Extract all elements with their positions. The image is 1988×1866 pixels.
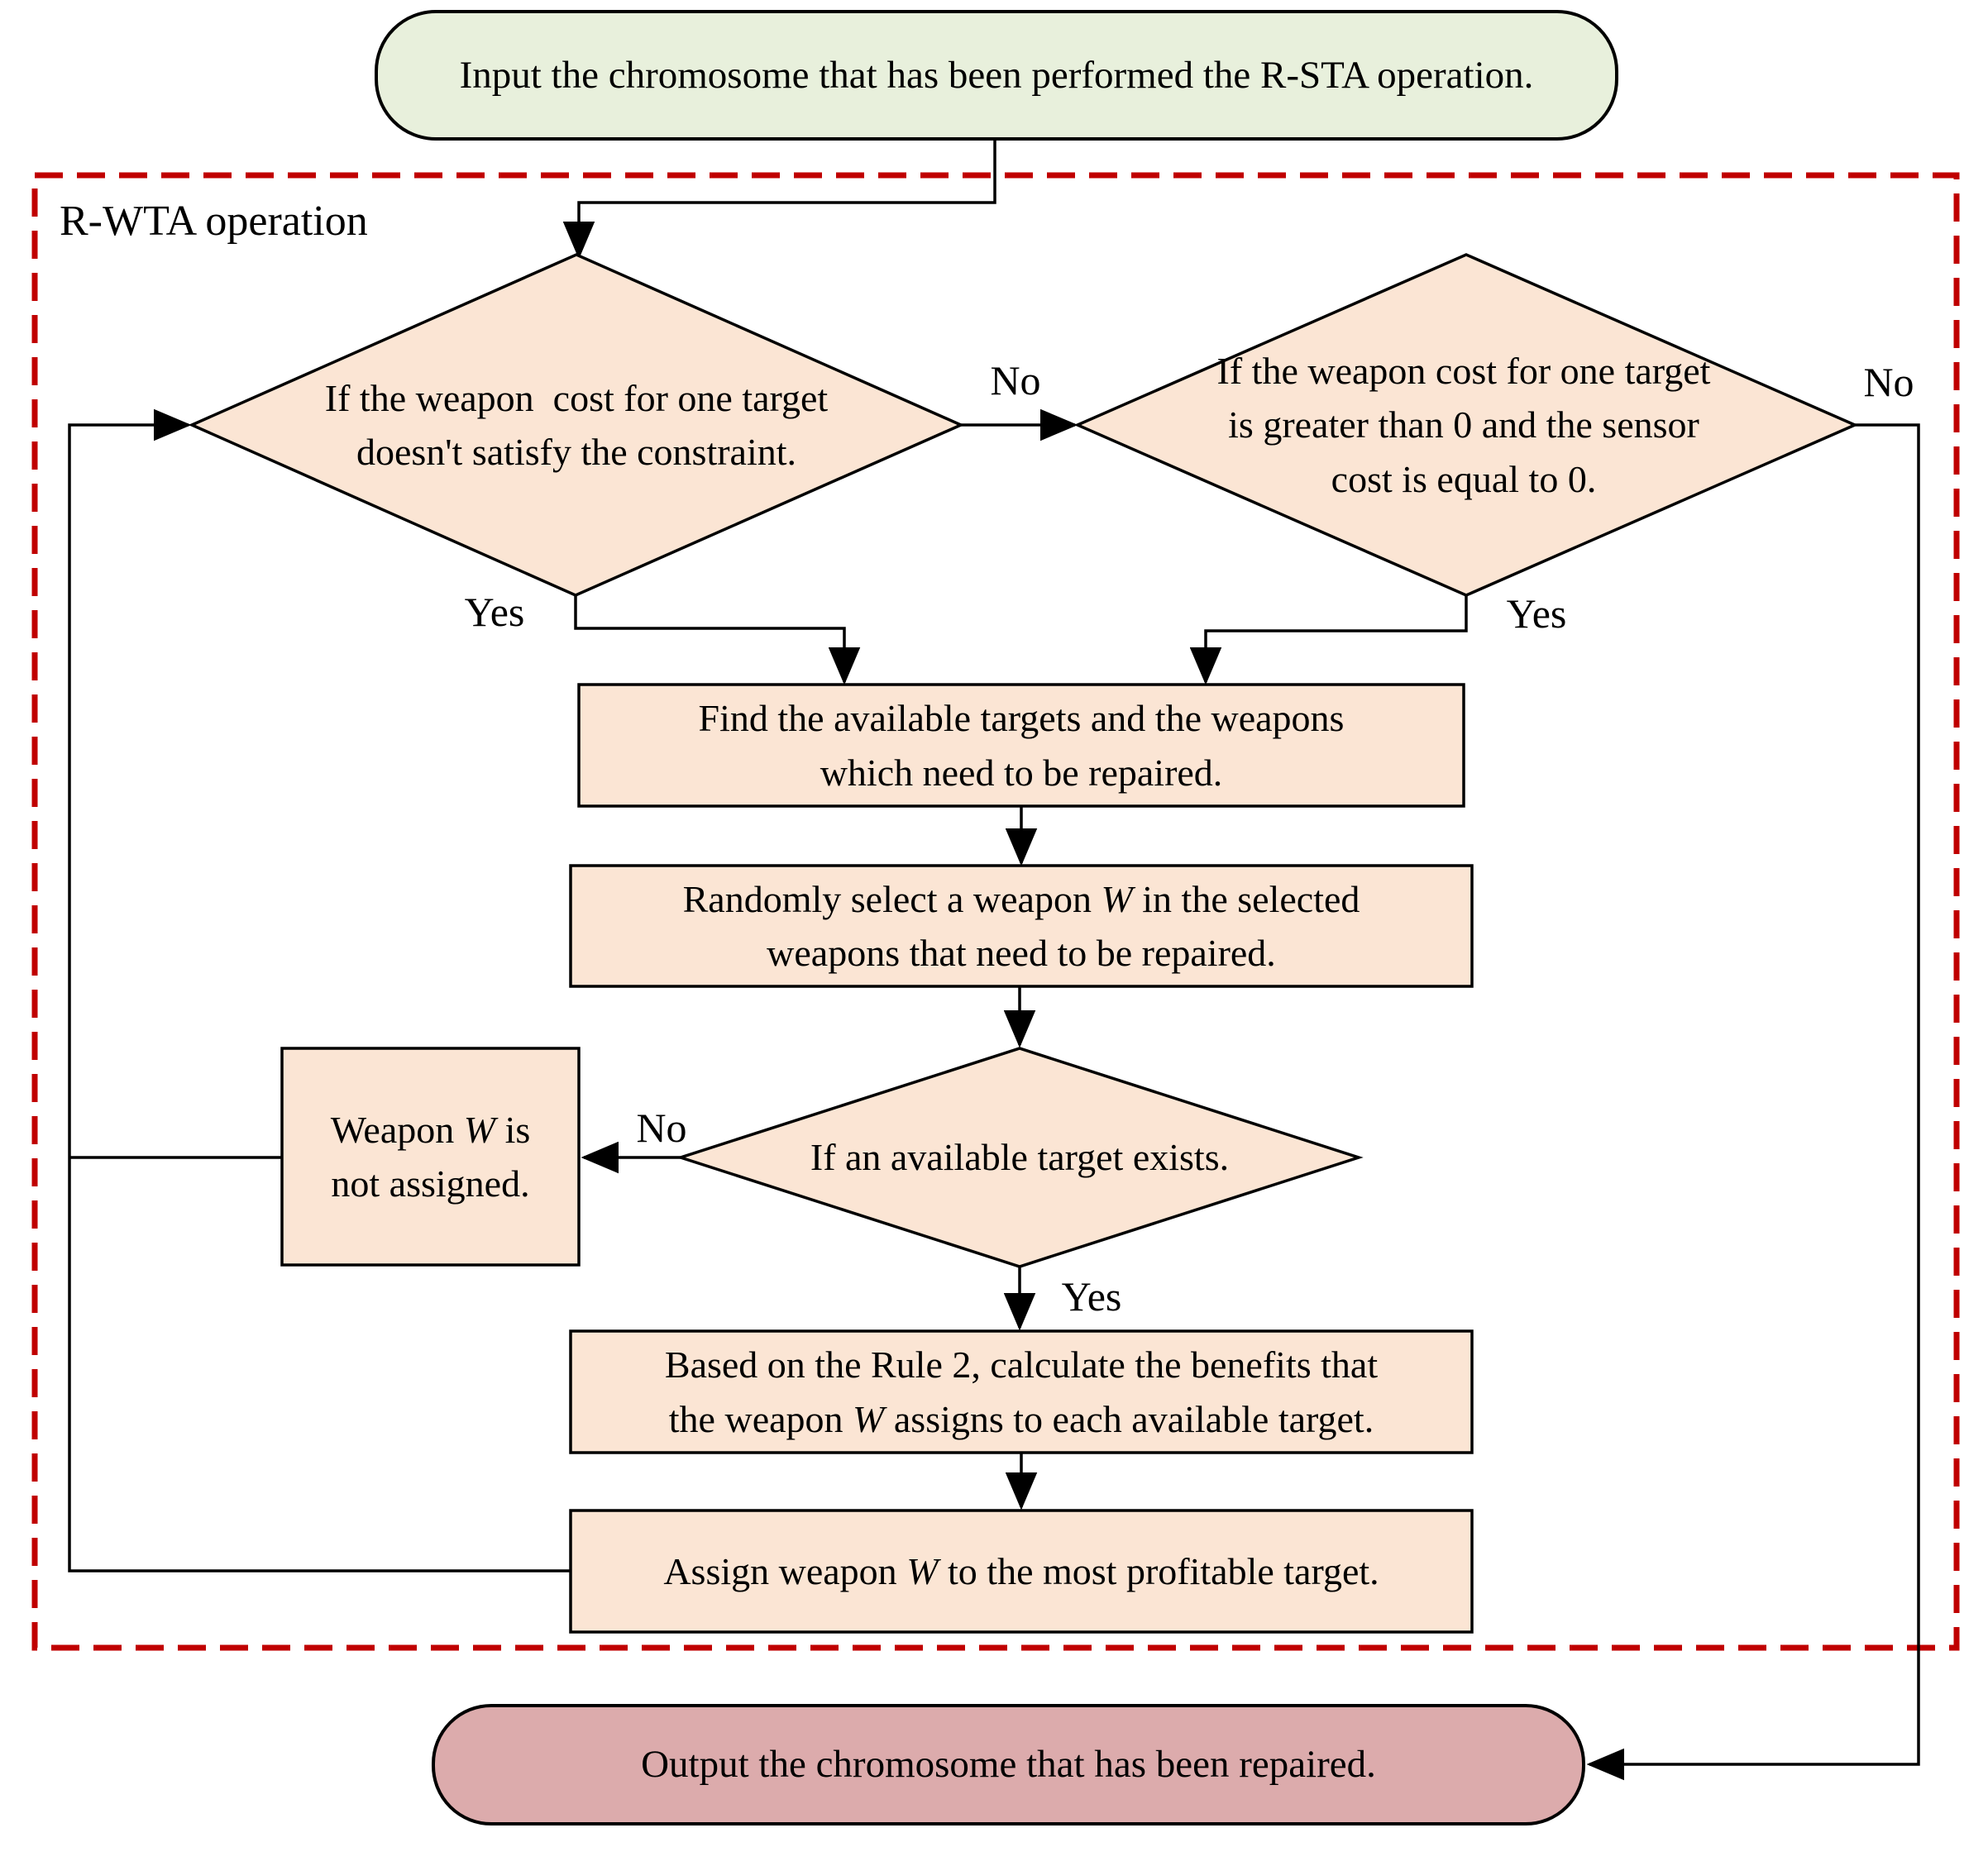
process-random-select-shape — [569, 864, 1474, 988]
rwta-region-title: R-WTA operation — [60, 198, 368, 245]
process-random-select-label: Randomly select a weapon W in the select… — [682, 877, 1360, 974]
process-find-targets-shape — [577, 683, 1465, 808]
edge-d2-no — [1586, 423, 1920, 1781]
edge-d2-yes — [1189, 595, 1468, 685]
decision-weapon-cost-constraint-shape — [188, 253, 965, 597]
edge-label-d2-no: No — [1863, 359, 1914, 405]
decision-target-exists-shape — [676, 1047, 1364, 1268]
edge-label-d1-no: No — [990, 357, 1041, 403]
edge-label-d1-yes: Yes — [464, 589, 525, 635]
edge-label-d3-no: No — [636, 1105, 687, 1151]
rwta-region-border — [31, 172, 1960, 1651]
process-rule2-benefits-label: Based on the Rule 2, calculate the benef… — [664, 1343, 1379, 1440]
edge-d1-yes — [574, 595, 861, 685]
edge-input-to-d1 — [562, 139, 996, 260]
output-terminal-shape — [432, 1704, 1585, 1825]
decision-weapon-sensor-cost-shape — [1073, 253, 1859, 597]
input-terminal-shape — [375, 10, 1618, 141]
edge-label-d3-yes: Yes — [1061, 1273, 1122, 1320]
process-assign-weapon-shape — [569, 1509, 1474, 1634]
input-terminal-label: Input the chromosome that has been perfo… — [459, 53, 1534, 97]
output-terminal-label: Output the chromosome that has been repa… — [641, 1743, 1376, 1787]
decision-target-exists-label: If an available target exists. — [810, 1136, 1230, 1179]
process-not-assigned-shape — [280, 1047, 581, 1267]
decision-weapon-sensor-cost-label: If the weapon cost for one target is gre… — [1216, 350, 1711, 500]
process-find-targets-label: Find the available targets and the weapo… — [698, 697, 1345, 794]
process-not-assigned-label: Weapon W is not assigned. — [330, 1108, 531, 1205]
decision-weapon-cost-constraint-label: If the weapon cost for one target doesn'… — [324, 376, 829, 473]
process-rule2-benefits-shape — [569, 1329, 1474, 1454]
edge-assign-feedback-to-d1 — [68, 408, 571, 1572]
process-assign-weapon-label: Assign weapon W to the most profitable t… — [663, 1549, 1379, 1592]
edge-label-d2-yes: Yes — [1506, 590, 1567, 637]
